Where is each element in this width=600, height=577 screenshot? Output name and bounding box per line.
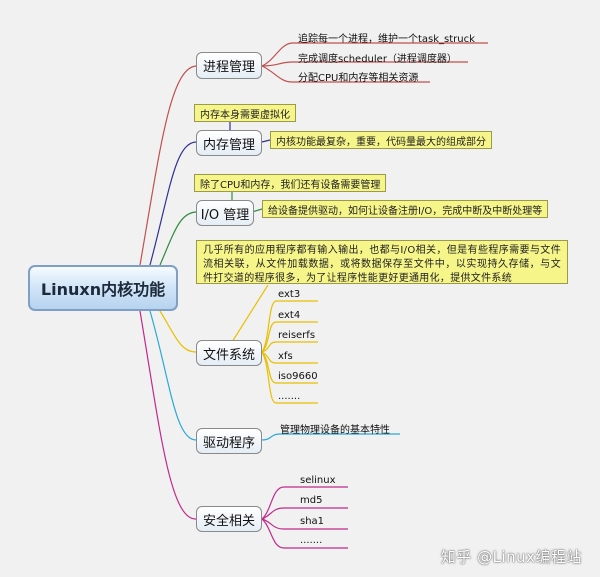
process-item-3: 分配CPU和内存等相关资源 <box>298 73 419 84</box>
driver-node[interactable]: 驱动程序 <box>196 428 262 454</box>
security-item-selinux: selinux <box>300 475 336 486</box>
process-item-2: 完成调度scheduler（进程调度器） <box>298 54 457 65</box>
security-item-sha1: sha1 <box>300 516 325 527</box>
security-node[interactable]: 安全相关 <box>196 506 262 532</box>
process-item-1: 追踪每一个进程，维护一个task_struck <box>298 34 475 45</box>
fs-item-ext3: ext3 <box>278 289 301 300</box>
watermark: 知乎 @Linux编程站 <box>440 548 582 566</box>
memory-note: 内核功能最复杂，重要，代码量最大的组成部分 <box>270 131 492 149</box>
filesystem-node[interactable]: 文件系统 <box>196 340 262 366</box>
fs-item-xfs: xfs <box>278 351 293 362</box>
fs-item-more: ....... <box>278 391 301 402</box>
security-item-md5: md5 <box>300 495 323 506</box>
io-note: 给设备提供驱动，如何让设备注册I/O，完成中断及中断处理等 <box>262 200 549 218</box>
security-item-more: ....... <box>300 535 323 546</box>
driver-item-1: 管理物理设备的基本特性 <box>280 425 390 436</box>
connector-process <box>139 65 197 266</box>
fs-item-reiserfs: reiserfs <box>278 330 316 341</box>
fs-item-ext4: ext4 <box>278 310 301 321</box>
connector-security <box>139 310 197 520</box>
memory-callout: 内存本身需要虚拟化 <box>194 104 296 122</box>
connector-memory <box>149 141 197 266</box>
fs-item-iso9660: iso9660 <box>278 371 318 382</box>
connector-fs <box>159 310 197 353</box>
process-management-node[interactable]: 进程管理 <box>196 52 262 79</box>
fs-callout: 几乎所有的应用程序都有输入输出，也都与I/O相关，但是有些程序需要与文件流相关联… <box>196 240 568 284</box>
io-callout: 除了CPU和内存，我们还有设备需要管理 <box>194 174 387 192</box>
root-node[interactable]: Linuxn内核功能 <box>28 265 178 311</box>
io-management-node[interactable]: I/O 管理 <box>196 200 254 226</box>
memory-management-node[interactable]: 内存管理 <box>196 130 262 156</box>
connector-driver <box>149 310 197 441</box>
connector-io <box>159 211 197 266</box>
